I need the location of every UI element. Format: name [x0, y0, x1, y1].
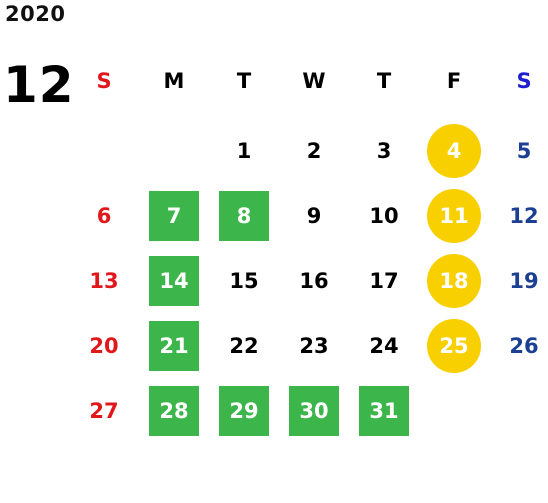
- day-number: 2: [306, 139, 322, 163]
- day-number: 22: [229, 334, 259, 358]
- green-highlight: [149, 256, 199, 306]
- yellow-highlight: [427, 124, 481, 178]
- green-highlight: [149, 386, 199, 436]
- day-cell-24[interactable]: 24: [349, 321, 419, 371]
- green-highlight: [289, 386, 339, 436]
- day-number: 6: [96, 204, 112, 228]
- day-cell-5[interactable]: 5: [489, 126, 548, 176]
- day-number: 5: [516, 139, 532, 163]
- day-number: 28: [159, 399, 189, 423]
- day-cell-19[interactable]: 19: [489, 256, 548, 306]
- day-number: 4: [446, 139, 462, 163]
- day-number: 19: [509, 269, 539, 293]
- day-cell-16[interactable]: 16: [279, 256, 349, 306]
- day-cell-25[interactable]: 25: [419, 319, 489, 373]
- day-number: 1: [236, 139, 252, 163]
- day-cell-17[interactable]: 17: [349, 256, 419, 306]
- day-cell-11[interactable]: 11: [419, 189, 489, 243]
- weekday-header-wed: W: [302, 69, 326, 93]
- day-cell-28[interactable]: 28: [139, 386, 209, 436]
- day-cell-29[interactable]: 29: [209, 386, 279, 436]
- day-cell-7[interactable]: 7: [139, 191, 209, 241]
- yellow-highlight: [427, 319, 481, 373]
- day-number: 8: [236, 204, 252, 228]
- weekday-header-sat: S: [516, 69, 532, 93]
- day-cell-2[interactable]: 2: [279, 126, 349, 176]
- day-cell-20[interactable]: 20: [69, 321, 139, 371]
- day-number: 30: [299, 399, 329, 423]
- day-cell-15[interactable]: 15: [209, 256, 279, 306]
- green-highlight: [149, 321, 199, 371]
- day-cell-10[interactable]: 10: [349, 191, 419, 241]
- day-number: 25: [439, 334, 469, 358]
- green-highlight: [149, 191, 199, 241]
- day-number: 31: [369, 399, 399, 423]
- yellow-highlight: [427, 254, 481, 308]
- weekday-header-fri: F: [446, 69, 462, 93]
- day-number: 7: [166, 204, 182, 228]
- day-number: 21: [159, 334, 189, 358]
- day-number: 26: [509, 334, 539, 358]
- day-cell-30[interactable]: 30: [279, 386, 349, 436]
- day-cell-3[interactable]: 3: [349, 126, 419, 176]
- day-number: 18: [439, 269, 469, 293]
- day-cell-6[interactable]: 6: [69, 191, 139, 241]
- day-number: 12: [509, 204, 539, 228]
- day-number: 10: [369, 204, 399, 228]
- day-number: 24: [369, 334, 399, 358]
- day-cell-8[interactable]: 8: [209, 191, 279, 241]
- weekday-header-thu: T: [376, 69, 392, 93]
- day-number: 17: [369, 269, 399, 293]
- day-number: 14: [159, 269, 189, 293]
- day-number: 3: [376, 139, 392, 163]
- day-cell-27[interactable]: 27: [69, 386, 139, 436]
- weekday-header-mon: M: [163, 69, 185, 93]
- weekday-header-tue: T: [236, 69, 252, 93]
- day-cell-4[interactable]: 4: [419, 124, 489, 178]
- day-number: 16: [299, 269, 329, 293]
- day-number: 13: [89, 269, 119, 293]
- day-cell-12[interactable]: 12: [489, 191, 548, 241]
- green-highlight: [219, 191, 269, 241]
- year-label: 2020: [5, 2, 66, 26]
- day-cell-9[interactable]: 9: [279, 191, 349, 241]
- month-number: 12: [3, 56, 75, 114]
- day-number: 9: [306, 204, 322, 228]
- day-cell-18[interactable]: 18: [419, 254, 489, 308]
- day-cell-23[interactable]: 23: [279, 321, 349, 371]
- weekday-header-sun: S: [96, 69, 112, 93]
- day-cell-13[interactable]: 13: [69, 256, 139, 306]
- day-cell-14[interactable]: 14: [139, 256, 209, 306]
- day-cell-1[interactable]: 1: [209, 126, 279, 176]
- day-number: 27: [89, 399, 119, 423]
- day-number: 29: [229, 399, 259, 423]
- green-highlight: [219, 386, 269, 436]
- day-cell-21[interactable]: 21: [139, 321, 209, 371]
- yellow-highlight: [427, 189, 481, 243]
- day-cell-26[interactable]: 26: [489, 321, 548, 371]
- day-cell-22[interactable]: 22: [209, 321, 279, 371]
- green-highlight: [359, 386, 409, 436]
- day-number: 11: [439, 204, 469, 228]
- day-number: 20: [89, 334, 119, 358]
- day-number: 23: [299, 334, 329, 358]
- day-cell-31[interactable]: 31: [349, 386, 419, 436]
- day-number: 15: [229, 269, 259, 293]
